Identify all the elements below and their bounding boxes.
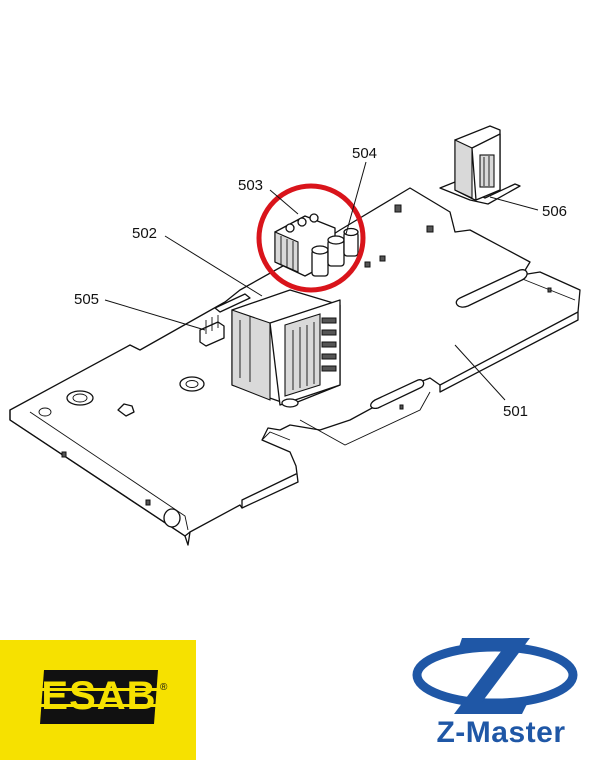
leader-505: [104, 299, 206, 331]
esab-logo-shape: [36, 670, 162, 724]
leader-506: [489, 196, 539, 211]
callout-502: 502: [132, 225, 157, 242]
transformer-502: [231, 289, 341, 408]
callout-506: 506: [542, 203, 567, 220]
highlight-circle: [256, 183, 366, 293]
esab-logo-text: ESAB: [41, 674, 157, 718]
leader-503: [269, 189, 299, 215]
leader-502: [164, 235, 263, 297]
leader-501: [454, 344, 506, 401]
callout-504: 504: [352, 145, 377, 162]
connector-505: [199, 315, 225, 347]
component-504: [311, 227, 359, 277]
callout-501: 501: [503, 403, 528, 420]
transformer-506: [439, 125, 521, 205]
zmaster-logo-text: Z-Master: [436, 716, 566, 749]
zmaster-logo-mark: [412, 638, 578, 714]
callout-503: 503: [238, 177, 263, 194]
esab-registered-mark: ®: [160, 682, 168, 693]
callout-505: 505: [74, 291, 99, 308]
leader-504: [345, 161, 367, 235]
